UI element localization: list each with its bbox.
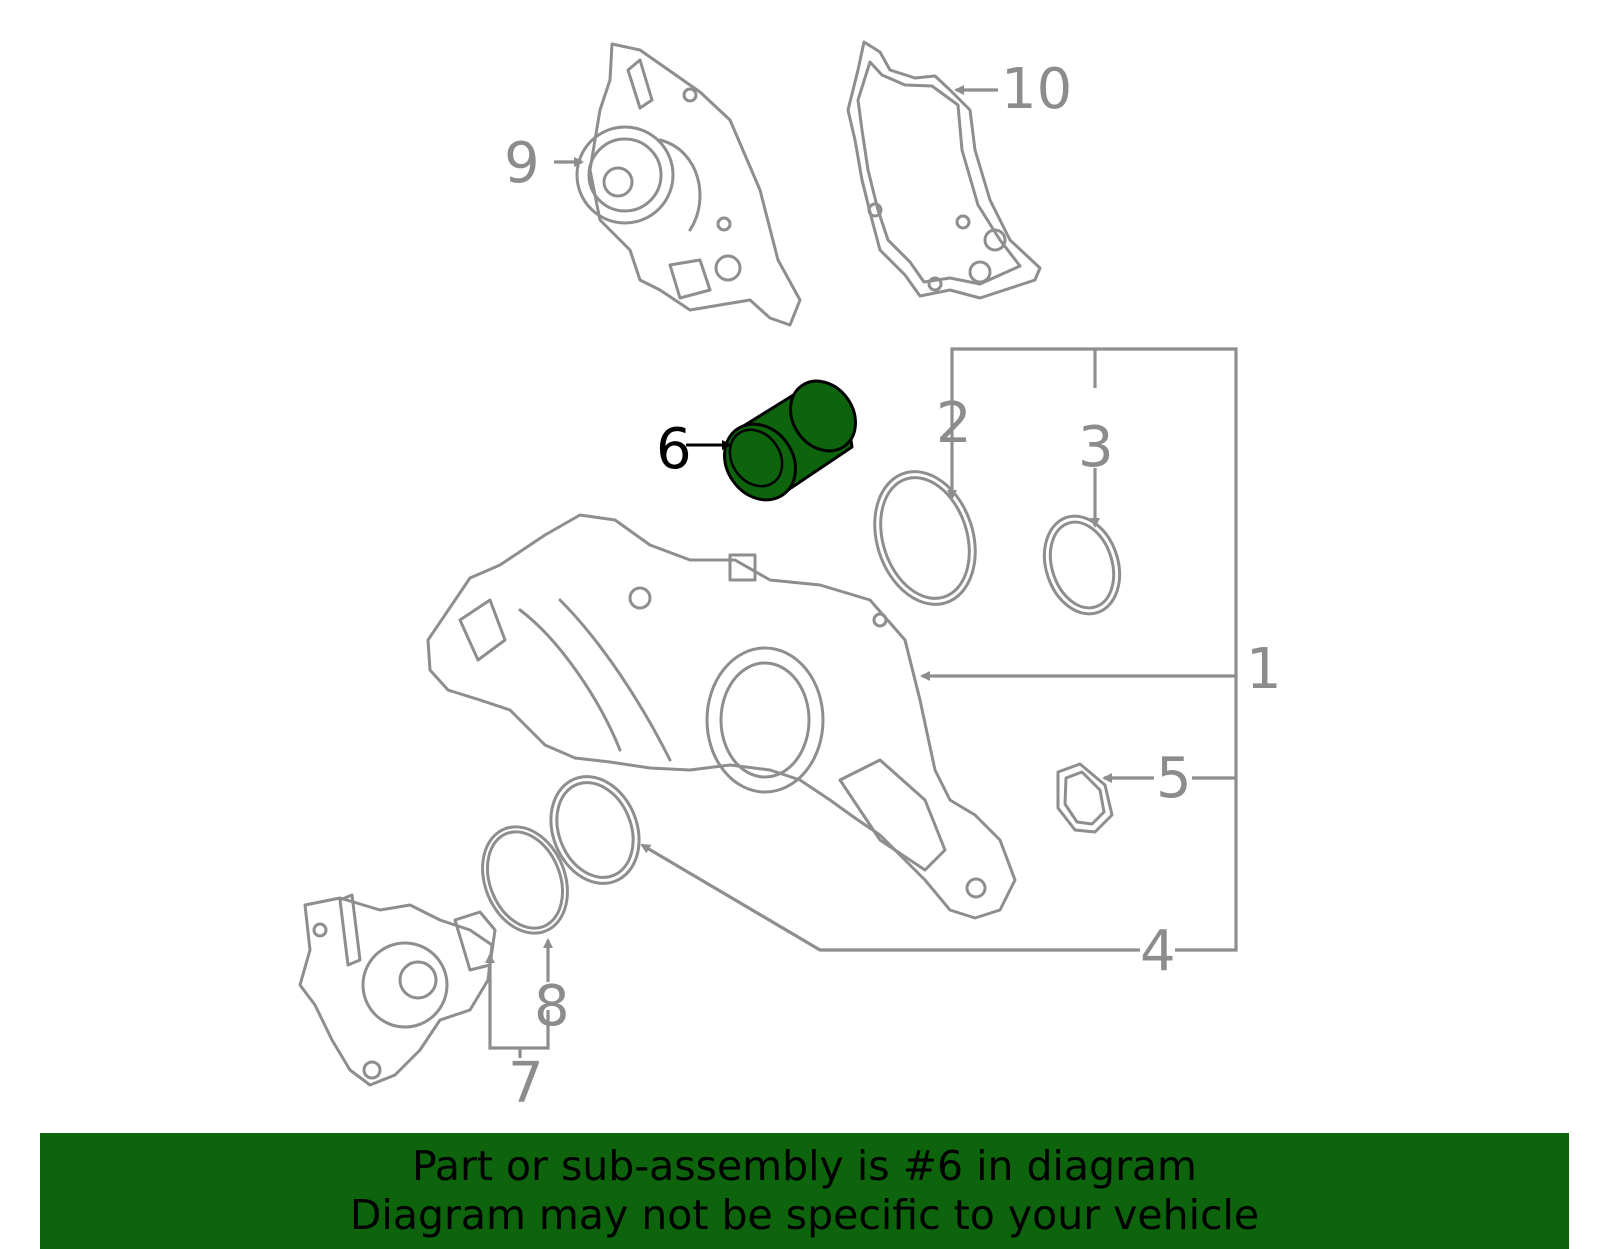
actuator-part-7 [298,893,497,1087]
callout-7: 7 [508,1051,544,1116]
banner-line-2: Diagram may not be specific to your vehi… [349,1191,1260,1239]
gasket-part-10 [846,40,1042,300]
o-ring-part-4 [549,775,641,885]
callout-9: 9 [504,131,540,196]
thermostat-housing-part-1 [426,513,1017,920]
callout-3: 3 [1078,415,1114,480]
callout-8: 8 [534,974,570,1039]
callout-4: 4 [1140,919,1176,984]
leader-lines [485,85,1238,1058]
seal-part-5 [1056,762,1114,834]
bushing-part-6-highlighted [723,379,857,502]
callout-10: 10 [1001,57,1072,122]
o-ring-part-2 [873,470,977,606]
callout-1: 1 [1246,637,1282,702]
callout-2: 2 [936,391,972,456]
info-banner: Part or sub-assembly is #6 in diagram Di… [40,1133,1569,1249]
callout-6: 6 [656,417,692,482]
o-ring-part-3 [1042,514,1122,616]
o-ring-part-8 [481,825,569,935]
callout-5: 5 [1156,746,1192,811]
banner-line-1: Part or sub-assembly is #6 in diagram [412,1142,1197,1190]
water-pump-part-9 [575,42,802,327]
